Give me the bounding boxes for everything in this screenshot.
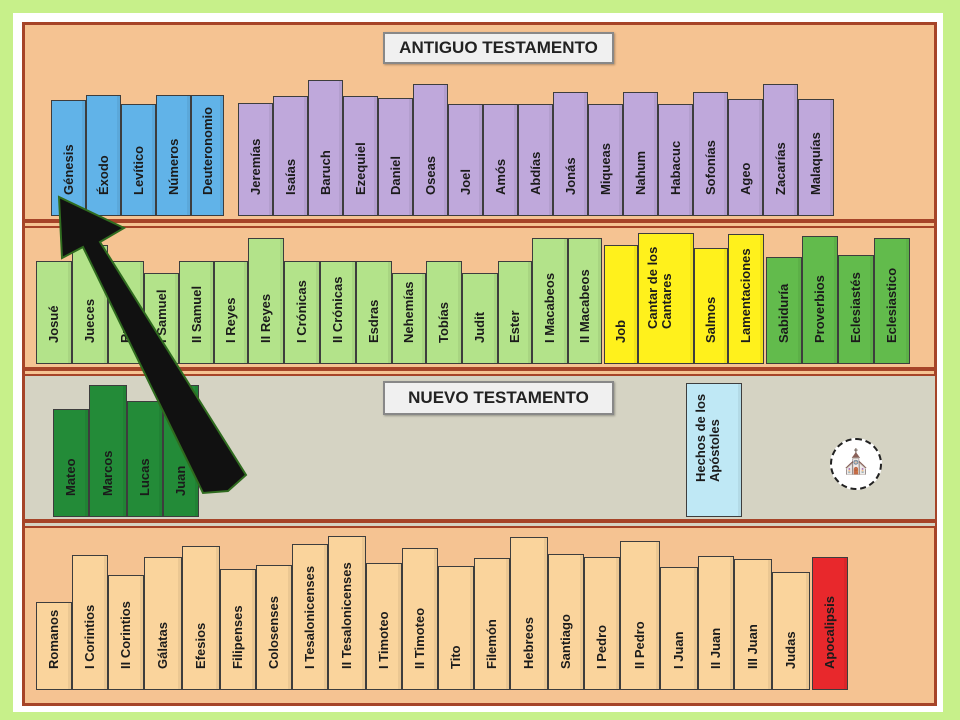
book-profetas: Malaquías [798, 99, 834, 216]
book-profetas: Ezequiel [343, 96, 378, 216]
book-poeticos: Salmos [694, 248, 728, 364]
book-cartas: II Tesalonicenses [328, 536, 366, 690]
book-cartas: Santiago [548, 554, 584, 690]
book-cartas: Judas [772, 572, 810, 690]
shelf-3-edge [25, 526, 935, 528]
book-cartas: Filipenses [220, 569, 256, 690]
book-historicos: Jueces [72, 245, 108, 364]
book-cartas: Colosenses [256, 565, 292, 690]
book-historicos: Esdras [356, 261, 392, 364]
book-cartas: I Timoteo [366, 563, 402, 690]
book-profetas: Ageo [728, 99, 763, 216]
book-pentateuco: Números [156, 95, 191, 216]
book-cartas: Efesios [182, 546, 220, 690]
book-apocalipsis: Apocalipsis [812, 557, 848, 690]
book-cartas: Romanos [36, 602, 72, 690]
book-evangelios: Marcos [89, 385, 127, 517]
book-profetas: Miqueas [588, 104, 623, 216]
book-historicos: Tobías [426, 261, 462, 364]
book-historicos: II Crónicas [320, 261, 356, 364]
book-profetas: Isaías [273, 96, 308, 216]
shelf-3 [25, 519, 935, 523]
book-pentateuco: Éxodo [86, 95, 121, 216]
book-profetas: Jonás [553, 92, 588, 216]
book-cartas: II Timoteo [402, 548, 438, 690]
ot-title: ANTIGUO TESTAMENTO [383, 32, 614, 64]
book-historicos: I Crónicas [284, 261, 320, 364]
book-cartas: III Juan [734, 559, 772, 690]
book-cartas: Hebreos [510, 537, 548, 690]
book-sapienciales: Eclesiastico [874, 238, 910, 364]
book-profetas: Nahum [623, 92, 658, 216]
book-cartas: Gálatas [144, 557, 182, 690]
book-pentateuco: Deuteronomio [191, 95, 224, 216]
shelf-1 [25, 219, 935, 223]
book-historicos: Josué [36, 261, 72, 364]
book-profetas: Zacarías [763, 84, 798, 216]
shelf-1-edge [25, 226, 935, 228]
book-evangelios: Mateo [53, 409, 89, 517]
book-cartas: I Juan [660, 567, 698, 690]
book-historicos: II Macabeos [568, 238, 602, 364]
book-historicos: II Samuel [179, 261, 214, 364]
book-cartas: I Pedro [584, 557, 620, 690]
book-profetas: Baruch [308, 80, 343, 216]
book-cartas: II Pedro [620, 541, 660, 690]
stamp-icon: ⛪ [830, 438, 882, 490]
book-profetas: Joel [448, 104, 483, 216]
book-cartas: Tito [438, 566, 474, 690]
book-sapienciales: Sabiduría [766, 257, 802, 364]
book-historicos: I Macabeos [532, 238, 568, 364]
book-cartas: II Corintios [108, 575, 144, 690]
book-cartas: II Juan [698, 556, 734, 690]
book-cartas: I Tesalonicenses [292, 544, 328, 690]
book-historicos: Ester [498, 261, 532, 364]
book-evangelios: Lucas [127, 401, 163, 517]
book-profetas: Abdías [518, 104, 553, 216]
book-poeticos: Lamentaciones [728, 234, 764, 364]
book-historicos: Nehemías [392, 273, 426, 364]
book-cartas: Filemón [474, 558, 510, 690]
book-cartas: I Corintios [72, 555, 108, 690]
shelf-2 [25, 367, 935, 371]
book-poeticos: Cantar de los Cantares [638, 233, 694, 364]
book-pentateuco: Levítico [121, 104, 156, 216]
book-pentateuco: Génesis [51, 100, 86, 216]
book-profetas: Amós [483, 104, 518, 216]
book-profetas: Oseas [413, 84, 448, 216]
book-sapienciales: Eclesiastés [838, 255, 874, 364]
shelf-2-edge [25, 374, 935, 376]
book-historicos: I Reyes [214, 261, 248, 364]
book-profetas: Habacuc [658, 104, 693, 216]
book-hechos: Hechos de los Apóstoles [686, 383, 742, 517]
book-profetas: Sofonías [693, 92, 728, 216]
book-historicos: Judit [462, 273, 498, 364]
book-profetas: Jeremías [238, 103, 273, 216]
book-sapienciales: Proverbios [802, 236, 838, 364]
book-historicos: II Reyes [248, 238, 284, 364]
book-profetas: Daniel [378, 98, 413, 216]
book-poeticos: Job [604, 245, 638, 364]
nt-title: NUEVO TESTAMENTO [383, 381, 614, 415]
